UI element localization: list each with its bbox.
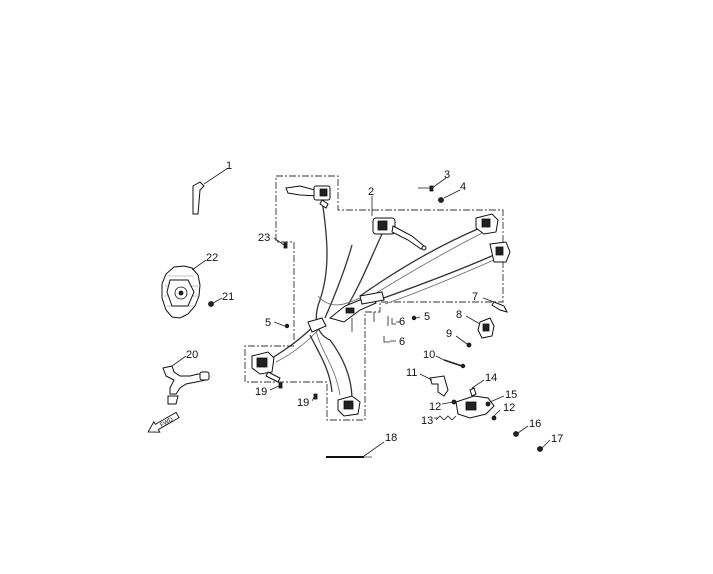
part-20-brake-pedal [162,365,210,405]
callout-19-right: 19 [297,397,309,409]
assembly-boundary [244,175,504,421]
part-8-switch [477,317,495,339]
callout-22: 22 [206,252,218,264]
part-13-spring [435,415,457,421]
callout-5-left: 5 [265,317,271,329]
part-17-nut [537,446,543,452]
callout-17: 17 [551,433,563,445]
callout-23: 23 [258,232,270,244]
brake-hoses [271,199,497,401]
forward-direction-arrow: FWD [147,411,180,433]
part-19-bolt-right [313,393,318,400]
part-15-rear-caliper [455,395,495,419]
callout-7: 7 [472,291,478,303]
part-10-rod [443,359,466,369]
callout-2: 2 [368,186,374,198]
part-7-pin [491,301,508,313]
part-14-bleeder [469,387,477,397]
callout-15: 15 [505,389,517,401]
callout-9: 9 [446,328,452,340]
callout-6-lower: 6 [399,336,405,348]
part-16-nut [513,431,519,437]
part-6-clip-upper [391,318,396,325]
callout-8: 8 [456,309,462,321]
lower-left-caliper [251,351,281,383]
part-21-bolt [208,301,214,307]
callout-3: 3 [444,169,450,181]
part-22-brake-disc [161,265,201,319]
callout-11: 11 [406,367,417,379]
callout-20: 20 [186,349,198,361]
part-9-washer [466,342,472,348]
callout-16: 16 [529,418,541,430]
part-6-clip-lower [383,336,390,343]
lower-center-caliper [337,395,361,417]
part-5-pin-right [411,315,417,321]
part-3-bolt [418,185,434,192]
part-12-bolt-right [491,415,497,421]
upper-right-fitting [475,213,511,263]
part-2-master-cylinder [372,217,427,251]
callout-12-left: 12 [429,401,441,413]
callout-21: 21 [222,291,234,303]
callout-14: 14 [485,372,497,384]
callout-18: 18 [385,432,397,444]
callout-labels: 1 2 3 4 23 22 21 5 6 5 6 7 8 9 10 11 14 … [186,160,563,445]
part-1-bracket [192,181,205,215]
callout-10: 10 [423,349,435,361]
callout-5-right: 5 [424,311,430,323]
part-11-spring-bracket [429,375,449,397]
part-19-bolt-left [278,382,283,389]
left-master-cylinder [285,185,331,209]
callout-19-left: 19 [255,386,267,398]
part-4-washer [438,197,444,203]
callout-4: 4 [460,181,466,193]
leader-lines [171,167,551,457]
proportioning-valve [307,291,389,333]
callout-13: 13 [421,415,433,427]
callout-6-upper: 6 [399,316,405,328]
callout-12-right: 12 [503,402,515,414]
callout-1: 1 [226,160,232,172]
part-5-pin-left [284,323,290,329]
part-23-fastener [283,242,288,249]
